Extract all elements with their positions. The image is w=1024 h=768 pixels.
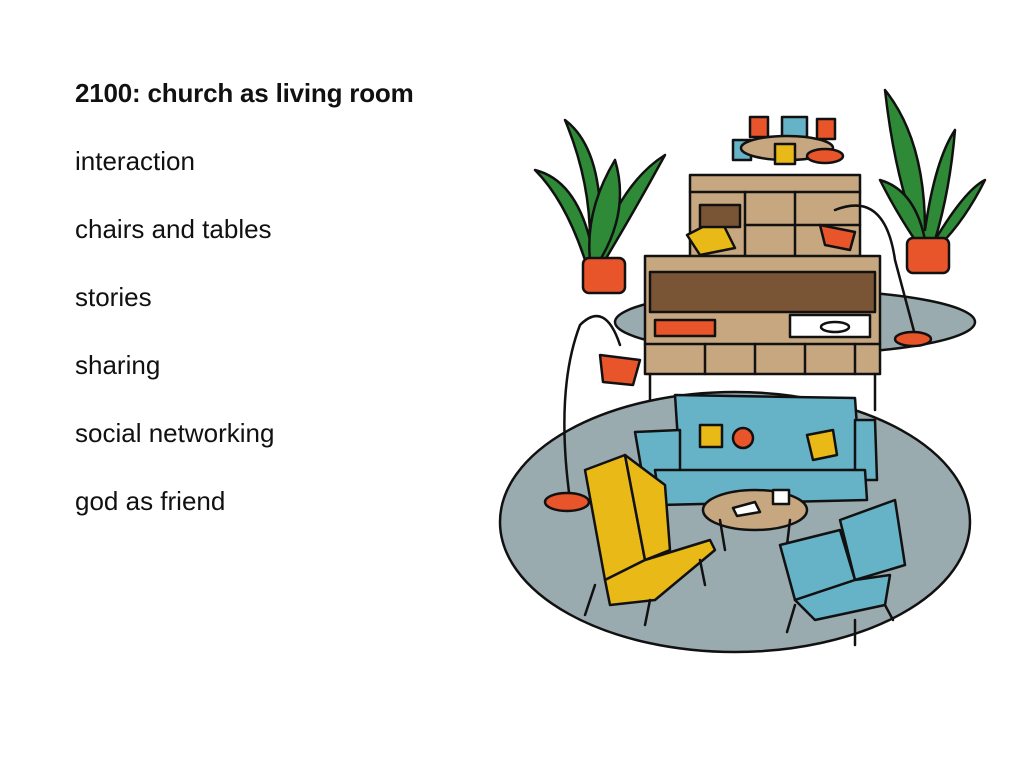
bullet-item: interaction [75, 146, 195, 176]
bullet-item: chairs and tables [75, 214, 272, 244]
left-plant [533, 118, 667, 295]
living-room-sketch-icon [498, 88, 987, 654]
coffee-table [701, 488, 809, 552]
top-table-set [731, 115, 845, 166]
floor-lamp-left [543, 314, 642, 513]
floor-lamp-right [818, 204, 933, 348]
slide-title: 2100: church as living room [75, 78, 414, 108]
yellow-armchair [583, 453, 717, 627]
blue-armchair [778, 498, 907, 647]
bullet-list: interaction chairs and tables stories sh… [75, 146, 274, 554]
lower-shelf [643, 254, 882, 412]
right-plant [878, 88, 987, 275]
living-room-illustration [495, 60, 1005, 660]
bullet-item: god as friend [75, 486, 226, 516]
bullet-item: social networking [75, 418, 275, 448]
bullet-item: sharing [75, 350, 161, 380]
bullet-item: stories [75, 282, 152, 312]
